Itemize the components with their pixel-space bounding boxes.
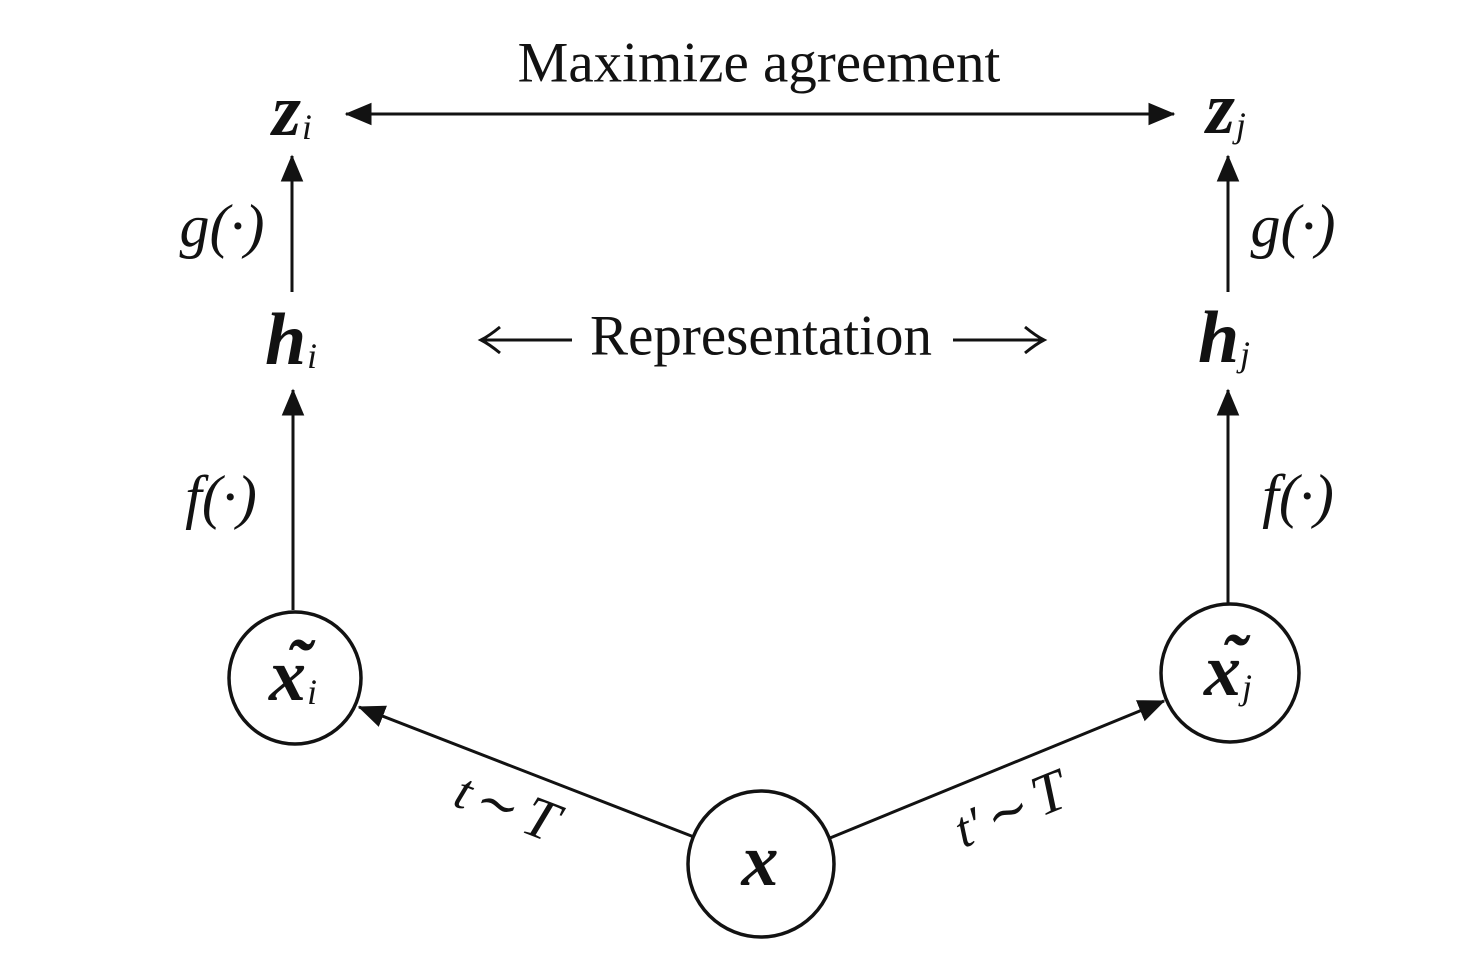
tilde-accent: ˜ [1220,620,1246,703]
representation-left-arrow [477,325,572,355]
f-function-right-label: f(·) [1262,463,1334,529]
maximize-agreement-label: Maximize agreement [517,31,1001,95]
tilde-accent: ˜ [285,625,311,708]
h-i-label: hi [264,299,318,381]
node-circle-x-tilde-j [1159,602,1301,744]
g-function-left-label: g(·) [179,193,265,259]
x-label: x [741,820,779,902]
node-circle-x [686,789,836,939]
t-arrow-right [829,699,1166,840]
x-tilde-i-label: ˜xi [269,625,317,717]
z-j-label: zj [1206,68,1246,150]
t-arrow-left [357,705,695,839]
x-tilde-j-label: ˜xj [1204,620,1252,712]
z-i-label: zi [272,70,312,152]
representation-label: Representation [590,304,932,368]
f-function-left-label: f(·) [185,464,257,530]
representation-right-arrow [953,325,1048,355]
g-function-right-label: g(·) [1250,193,1336,259]
h-j-label: hj [1197,297,1251,379]
node-circle-x-tilde-i [227,610,363,746]
